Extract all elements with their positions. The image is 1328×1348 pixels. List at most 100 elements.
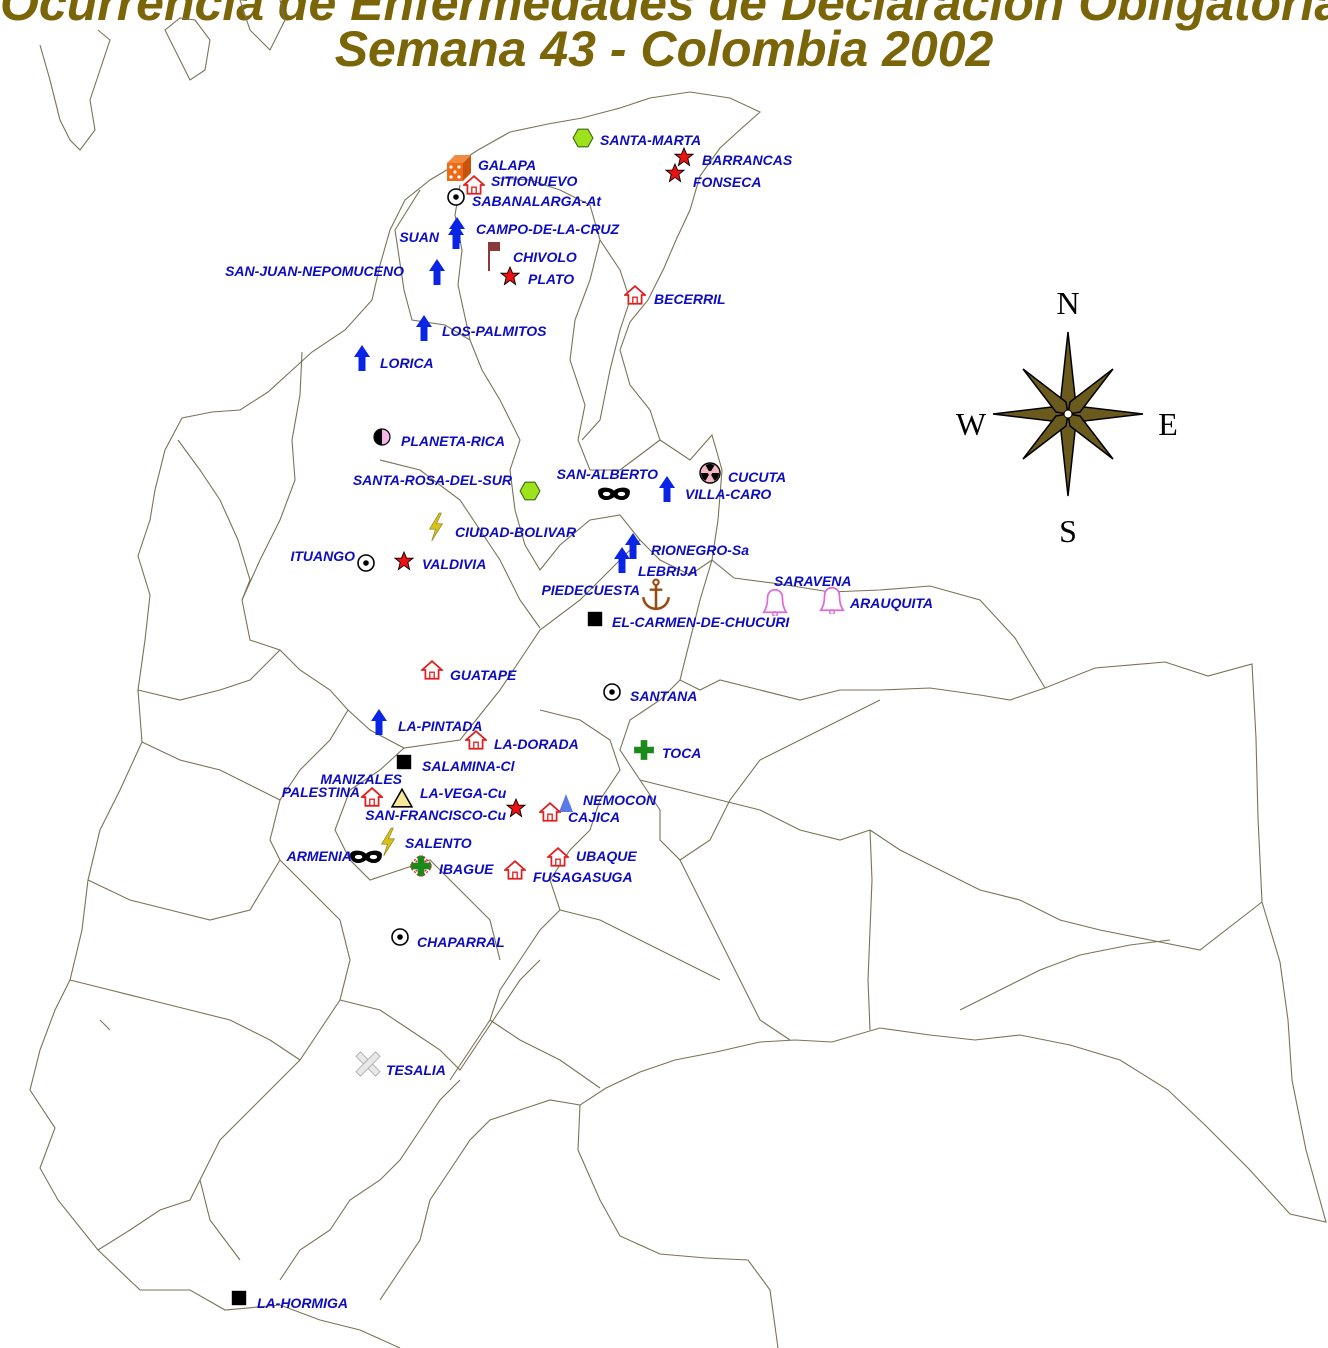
place-label: CAMPO-DE-LA-CRUZ: [476, 221, 620, 237]
place-label: CUCUTA: [728, 469, 786, 485]
arrow-up-icon: [354, 345, 370, 371]
target-icon: [357, 554, 375, 572]
place-label: FUSAGASUGA: [533, 869, 633, 885]
star-icon: [665, 163, 685, 182]
place-label: SANTANA: [630, 688, 697, 704]
place-label: PLATO: [528, 271, 574, 287]
cross-icon: [411, 856, 431, 876]
place-label: PALESTINA: [282, 784, 360, 800]
radiation-icon: [699, 462, 721, 484]
arrow-up-icon: [371, 709, 387, 735]
place-label: EL-CARMEN-DE-CHUCURI: [612, 614, 790, 630]
half-circle-icon: [373, 428, 391, 446]
place-label: ITUANGO: [290, 548, 355, 564]
place-label: TESALIA: [386, 1062, 446, 1078]
place-label: SAN-ALBERTO: [557, 466, 658, 482]
lightning-icon: [429, 512, 443, 542]
house-icon: [539, 802, 561, 822]
place-label: LA-HORMIGA: [257, 1295, 348, 1311]
star-icon: [394, 551, 414, 570]
lightning-icon: [381, 827, 395, 857]
place-label: VALDIVIA: [422, 556, 486, 572]
place-label: PLANETA-RICA: [401, 433, 505, 449]
place-label: SAN-FRANCISCO-Cu: [365, 807, 506, 823]
place-label: SARAVENA: [774, 573, 852, 589]
place-label: SAN-JUAN-NEPOMUCENO: [225, 263, 404, 279]
place-label: SANTA-ROSA-DEL-SUR: [353, 472, 513, 488]
dice-icon: [447, 155, 471, 181]
square-icon: [396, 754, 412, 770]
house-icon: [624, 285, 646, 305]
house-icon: [361, 787, 383, 807]
house-icon: [547, 847, 569, 867]
place-label: PIEDECUESTA: [541, 582, 640, 598]
arrow-up-icon: [659, 476, 675, 502]
place-label: NEMOCON: [583, 792, 657, 808]
compass-north-label: N: [1056, 285, 1079, 321]
place-label: FONSECA: [693, 174, 761, 190]
star-icon: [674, 147, 694, 166]
house-icon: [463, 175, 485, 195]
bell-icon: [762, 588, 788, 616]
place-label: CHAPARRAL: [417, 934, 505, 950]
place-label: CHIVOLO: [513, 249, 577, 265]
place-label: TOCA: [662, 745, 701, 761]
place-label: BARRANCAS: [702, 152, 793, 168]
place-label: ARMENIA: [286, 848, 352, 864]
place-label: MANIZALES: [320, 771, 402, 787]
place-label: SUAN: [399, 229, 440, 245]
triangle-icon: [391, 788, 413, 808]
place-label: BECERRIL: [654, 291, 726, 307]
place-label: GALAPA: [478, 157, 536, 173]
place-label: UBAQUE: [576, 848, 637, 864]
target-icon: [391, 928, 409, 946]
arrow-up-icon: [429, 259, 445, 285]
place-label: SALAMINA-Cl: [422, 758, 516, 774]
place-label: CAJICA: [568, 809, 620, 825]
place-label: RIONEGRO-Sa: [651, 542, 749, 558]
place-label: LA-DORADA: [494, 736, 579, 752]
arrow-up-icon: [416, 315, 432, 341]
target-icon: [603, 683, 621, 701]
compass-south-label: S: [1059, 513, 1077, 549]
place-label: CIUDAD-BOLIVAR: [455, 524, 577, 540]
place-label: VILLA-CARO: [685, 486, 771, 502]
place-label: IBAGUE: [439, 861, 494, 877]
place-label: LEBRIJA: [638, 563, 698, 579]
map-title: Ocurrencia de Enfermedades de Declaració…: [0, 0, 1328, 31]
place-label: SALENTO: [405, 835, 472, 851]
hexagon-icon: [519, 481, 541, 501]
compass-east-label: E: [1158, 406, 1178, 442]
arrow-up-icon: [614, 547, 630, 573]
place-label: SABANALARGA-At: [472, 193, 602, 209]
house-icon: [504, 860, 526, 880]
place-label: SITIONUEVO: [491, 173, 577, 189]
department-borders: [29, 0, 1327, 1348]
mask-icon: [350, 850, 382, 864]
compass-rose: N S E W: [956, 285, 1178, 549]
star-icon: [500, 266, 520, 285]
place-label: GUATAPE: [450, 667, 517, 683]
house-icon: [421, 660, 443, 680]
compass-west-label: W: [956, 406, 987, 442]
place-label: LORICA: [380, 355, 434, 371]
star-icon: [506, 798, 526, 817]
arrow-up-icon: [625, 533, 641, 559]
place-label: ARAUQUITA: [849, 595, 933, 611]
place-markers: [231, 128, 845, 1306]
square-icon: [231, 1290, 247, 1306]
hexagon-icon: [572, 128, 594, 148]
map-subtitle: Semana 43 - Colombia 2002: [334, 21, 994, 77]
crossing-sign-icon: [355, 1051, 381, 1077]
place-label: SANTA-MARTA: [600, 132, 701, 148]
place-labels: SANTA-MARTA GALAPA BARRANCAS FONSECA SITIONU…: [225, 132, 933, 1311]
place-label: LA-VEGA-Cu: [420, 785, 507, 801]
target-icon: [447, 188, 465, 206]
flag-icon: [488, 241, 501, 272]
square-icon: [587, 611, 603, 627]
anchor-icon: [641, 578, 671, 611]
mask-icon: [598, 487, 630, 501]
cross-icon: [634, 740, 654, 760]
place-label: LA-PINTADA: [398, 718, 483, 734]
